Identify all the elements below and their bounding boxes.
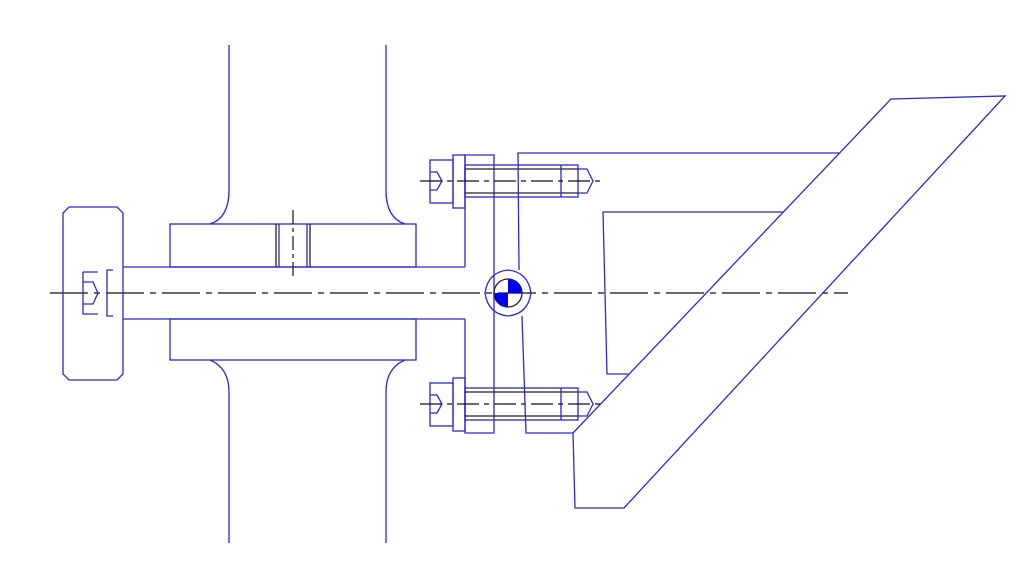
knob: [62, 206, 124, 381]
shaft: [123, 266, 465, 320]
bolt-bottom: [420, 377, 602, 432]
hub: [169, 210, 417, 361]
wheel-flange: [209, 45, 406, 543]
pivot-pin: [484, 269, 532, 317]
bracket: [517, 95, 1007, 509]
bolt-top: [420, 154, 602, 209]
